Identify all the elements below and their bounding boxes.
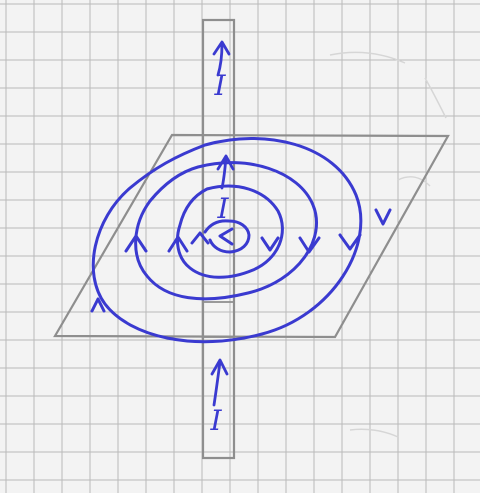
plane-wire-intersection [203,301,234,338]
arrowhead-icon [124,234,148,253]
current-bottom: I [209,358,229,437]
up-arrow-icon [212,40,231,56]
up-arrow-icon [216,154,235,171]
current-label-bottom: I [209,404,222,437]
faint-bleed-through [329,51,447,438]
arrowhead-icon [190,231,210,245]
arrowhead-icon [260,236,280,252]
field-loops [91,137,363,344]
arrowhead-icon [374,208,392,226]
up-arrow-icon [216,42,224,77]
current-label-top: I [213,69,226,102]
up-arrow-icon [212,360,222,407]
arrowhead-icon [338,233,362,251]
up-arrow-icon [220,155,228,190]
up-arrow-icon [210,358,229,376]
current-label-center: I [216,192,229,225]
current-center: I [216,154,235,225]
field-loop-core [203,219,251,254]
arrowhead-icon [167,235,189,253]
arrowhead-icon [298,236,321,254]
field-loop-outer [91,137,363,344]
field-direction-arrows [90,208,392,313]
current-top: I [212,40,231,102]
field-loop-inner [176,184,284,279]
field-loop-middle [134,161,319,301]
arrowhead-icon [218,227,234,246]
arrowhead-icon [90,297,106,313]
